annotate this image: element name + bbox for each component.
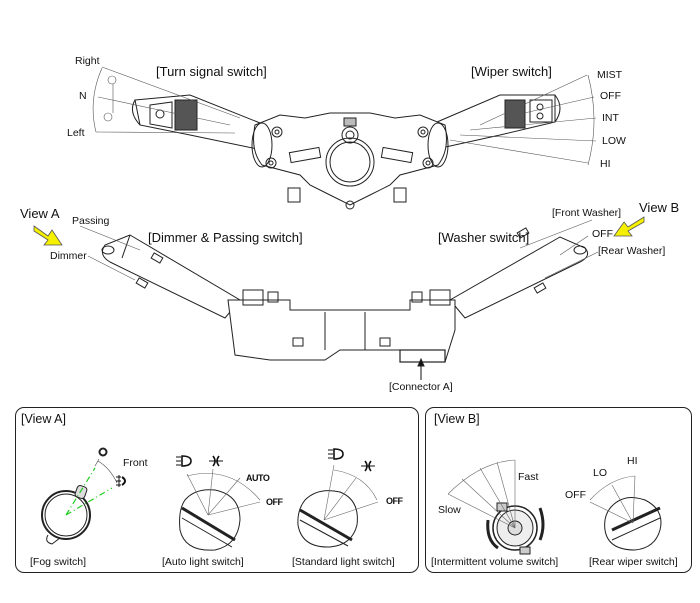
front-fog-lamp-icon [116,475,126,487]
standard-light-switch-caption: [Standard light switch] [292,556,395,568]
wiper-off-label: OFF [600,90,621,102]
wiper-title: [Wiper switch] [471,64,552,79]
turn-signal-right-label: Right [75,55,100,67]
intermittent-slow-label: Slow [438,504,461,516]
auto-light-switch-caption: [Auto light switch] [162,556,244,568]
fog-front-label: Front [123,457,148,469]
column-switch-body-side [227,289,456,363]
rear-wiper-lo-label: LO [593,467,608,479]
column-switch-body [251,112,449,210]
auto-light-knob [179,489,241,551]
headlamp-icon [176,455,192,467]
tail-lamp-icon [209,455,223,467]
view-b-title: [View B] [434,412,480,426]
turn-signal-title: [Turn signal switch] [156,64,267,79]
view-b-arrow-icon [613,216,645,237]
view-a-panel: [View A] [Fog switch] [Auto light switch… [15,407,419,573]
view-a-arrow-icon [33,225,63,246]
rear-wiper-hi-label: HI [627,455,638,467]
wiper-stalk [429,94,561,151]
front-washer-label: [Front Washer] [552,207,622,219]
tail-lamp-icon [361,460,375,472]
wiper-mist-label: MIST [597,69,623,81]
washer-off-label: OFF [592,228,613,240]
dimmer-stalk [101,234,241,319]
rear-wiper-knob [604,497,662,551]
washer-title: [Washer switch] [438,230,530,245]
fog-switch-knob [41,484,91,545]
rear-wiper-off-label: OFF [565,489,586,501]
intermittent-fast-label: Fast [518,471,539,483]
turn-signal-n-label: N [79,90,87,102]
view-a-arrow-label: View A [20,206,60,221]
passing-label: Passing [72,215,110,227]
wiper-low-label: LOW [602,135,626,147]
view-a-title: [View A] [21,412,66,426]
rear-wiper-switch-caption: [Rear wiper switch] [589,556,678,568]
view-b-panel: [View B] [Intermittent volume switch] [R… [425,407,692,573]
fog-switch-caption: [Fog switch] [30,556,87,568]
wiper-hi-label: HI [600,158,611,170]
auto-light-auto-label: AUTO [246,473,270,483]
headlamp-icon [328,448,344,460]
dimmer-passing-title: [Dimmer & Passing switch] [148,230,303,245]
turn-signal-stalk [131,94,266,151]
connector-a-label: [Connector A] [389,381,453,393]
turn-signal-left-label: Left [67,127,85,139]
view-b-arrow-label: View B [639,200,680,215]
rear-washer-label: [Rear Washer] [598,245,666,257]
intermittent-volume-switch-caption: [Intermittent volume switch] [431,556,559,568]
wiper-int-label: INT [602,112,619,124]
dimmer-label: Dimmer [50,250,87,262]
standard-light-off-label: OFF [386,496,403,506]
auto-light-off-label: OFF [266,497,283,507]
fog-guide-lines [65,467,113,516]
off-circle-icon [98,447,108,457]
